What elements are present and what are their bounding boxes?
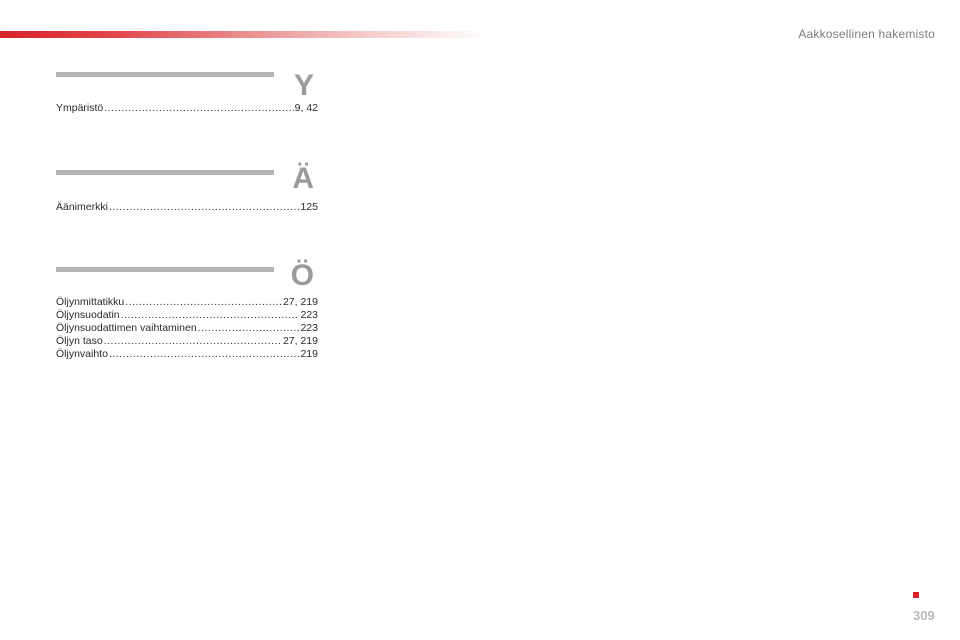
entry-pages: 125 [300,201,318,213]
index-section-o-umlaut: Ö Öljynmittatikku 27, 219 Öljynsuodatin … [56,261,320,367]
entry-pages: 223 [300,322,318,334]
section-title: Aakkosellinen hakemisto [798,27,935,41]
entry-pages: 27, 219 [282,335,318,347]
entry-pages: 223 [300,309,318,321]
dot-leader [109,348,300,361]
entry-pages: 9, 42 [294,102,318,114]
dot-leader [125,296,282,309]
index-entry[interactable]: Öljynsuodattimen vaihtaminen 223 [56,322,318,335]
entry-list: Öljynmittatikku 27, 219 Öljynsuodatin 22… [56,296,318,361]
section-divider [56,170,274,175]
index-entry[interactable]: Öljynmittatikku 27, 219 [56,296,318,309]
entry-pages: 219 [300,348,318,360]
section-divider [56,72,274,77]
entry-term: Öljyn taso [56,335,103,347]
index-section-y: Y Ympäristö 9, 42 [56,69,320,122]
dot-leader [104,335,282,348]
entry-term: Äänimerkki [56,201,108,213]
entry-pages: 27, 219 [282,296,318,308]
entry-term: Öljynsuodatin [56,309,120,321]
entry-list: Äänimerkki 125 [56,201,318,214]
page-number: 309 [913,608,935,623]
section-letter: Ö [290,259,314,292]
dot-leader [109,201,300,214]
entry-term: Öljynvaihto [56,348,108,360]
index-entry[interactable]: Öljyn taso 27, 219 [56,335,318,348]
dot-leader [198,322,300,335]
page-marker-square [913,592,919,598]
index-section-a-umlaut: Ä Äänimerkki 125 [56,164,320,220]
index-entry[interactable]: Öljynvaihto 219 [56,348,318,361]
index-entry[interactable]: Äänimerkki 125 [56,201,318,214]
section-letter: Y [293,69,314,102]
entry-term: Ympäristö [56,102,104,114]
entry-list: Ympäristö 9, 42 [56,102,318,115]
section-letter: Ä [292,162,314,195]
index-entry[interactable]: Ympäristö 9, 42 [56,102,318,115]
header-accent-bar [0,31,490,38]
dot-leader [104,102,293,115]
section-divider [56,267,274,272]
index-entry[interactable]: Öljynsuodatin 223 [56,309,318,322]
entry-term: Öljynsuodattimen vaihtaminen [56,322,197,334]
dot-leader [121,309,300,322]
entry-term: Öljynmittatikku [56,296,125,308]
